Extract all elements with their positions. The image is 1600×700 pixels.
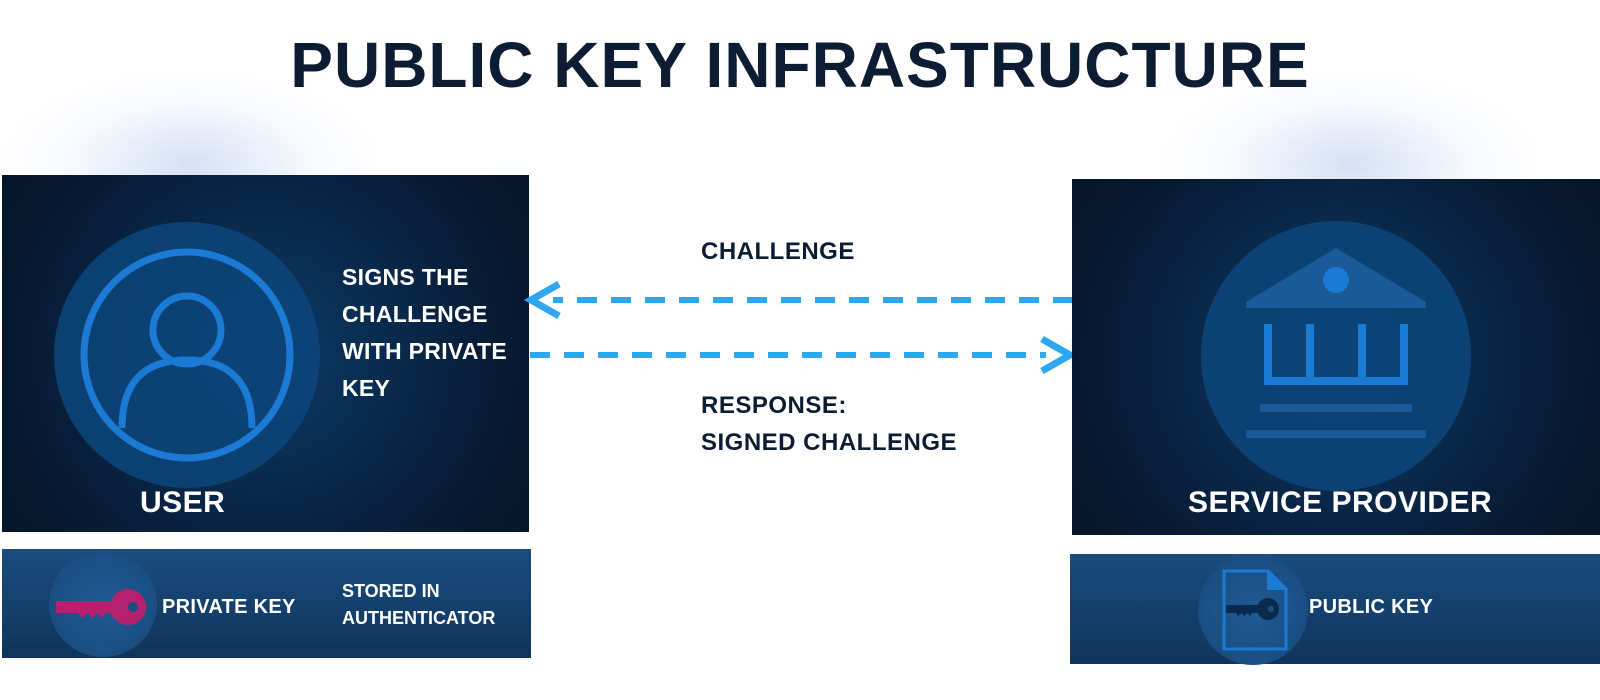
challenge-arrow [523,280,1073,320]
response-arrow [530,335,1078,375]
key-document-icon [1222,569,1288,651]
user-label: USER [140,486,226,519]
page-title: PUBLIC KEY INFRASTRUCTURE [290,29,1310,101]
stored-description: STORED IN AUTHENTICATOR [342,581,496,628]
public-key-label: PUBLIC KEY [1309,596,1434,618]
user-icon [54,222,320,488]
key-icon [56,589,146,625]
private-key-label: PRIVATE KEY [162,596,296,618]
challenge-label: CHALLENGE [701,238,855,265]
provider-label: SERVICE PROVIDER [1188,486,1493,519]
response-label: RESPONSE: SIGNED CHALLENGE [701,392,958,456]
sign-description: SIGNS THE CHALLENGE WITH PRIVATE KEY [342,264,508,401]
bank-building-icon [1201,221,1471,491]
public-key-strip [1070,554,1600,664]
